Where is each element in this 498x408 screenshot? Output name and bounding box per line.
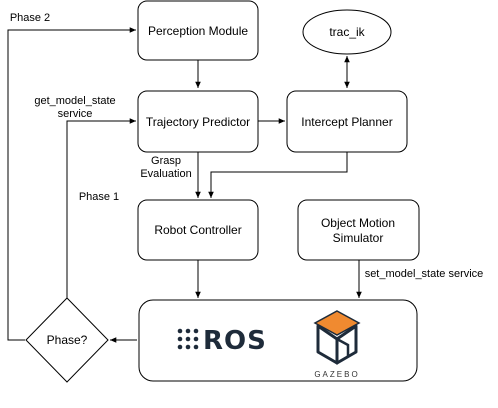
set-model-state-label: set_model_state service [365,268,484,280]
phase2-label: Phase 2 [10,12,50,24]
object-motion-simulator-label-line1: Object Motion [321,216,395,230]
grasp-evaluation-label-line1: Grasp [151,155,181,167]
edge-phase2-loop [7,27,136,341]
phase-decision-node: Phase? [25,297,109,383]
edge-phase1-loop [66,118,136,298]
perception-module-label: Perception Module [148,24,248,38]
trajectory-predictor-node: Trajectory Predictor [137,90,259,153]
robot-controller-label: Robot Controller [154,223,241,237]
gazebo-cube-icon [313,310,361,365]
trac-ik-node: trac_ik [302,9,392,55]
phase-decision-label: Phase? [47,333,88,347]
object-motion-simulator-node: Object Motion Simulator [297,199,420,261]
robot-controller-node: Robot Controller [137,199,259,261]
get-model-state-label-line1: get_model_state [34,95,115,107]
get-model-state-label-line2: service [58,108,93,120]
grasp-evaluation-label-line2: Evaluation [140,168,191,180]
object-motion-simulator-label-line2: Simulator [333,231,384,245]
ros-logo: ROS [177,326,267,356]
intercept-planner-label: Intercept Planner [301,115,392,129]
trac-ik-label: trac_ik [329,25,365,39]
gazebo-logo: GAZEBO [313,310,361,379]
gazebo-logo-text: GAZEBO [314,370,359,379]
trajectory-predictor-label: Trajectory Predictor [146,115,250,129]
phase1-label: Phase 1 [79,191,119,203]
perception-module-node: Perception Module [137,0,259,61]
edge-intercept-to-robot [208,152,348,198]
intercept-planner-node: Intercept Planner [286,90,408,153]
ros-logo-text: ROS [203,326,267,356]
ros-dots-icon [177,328,199,350]
